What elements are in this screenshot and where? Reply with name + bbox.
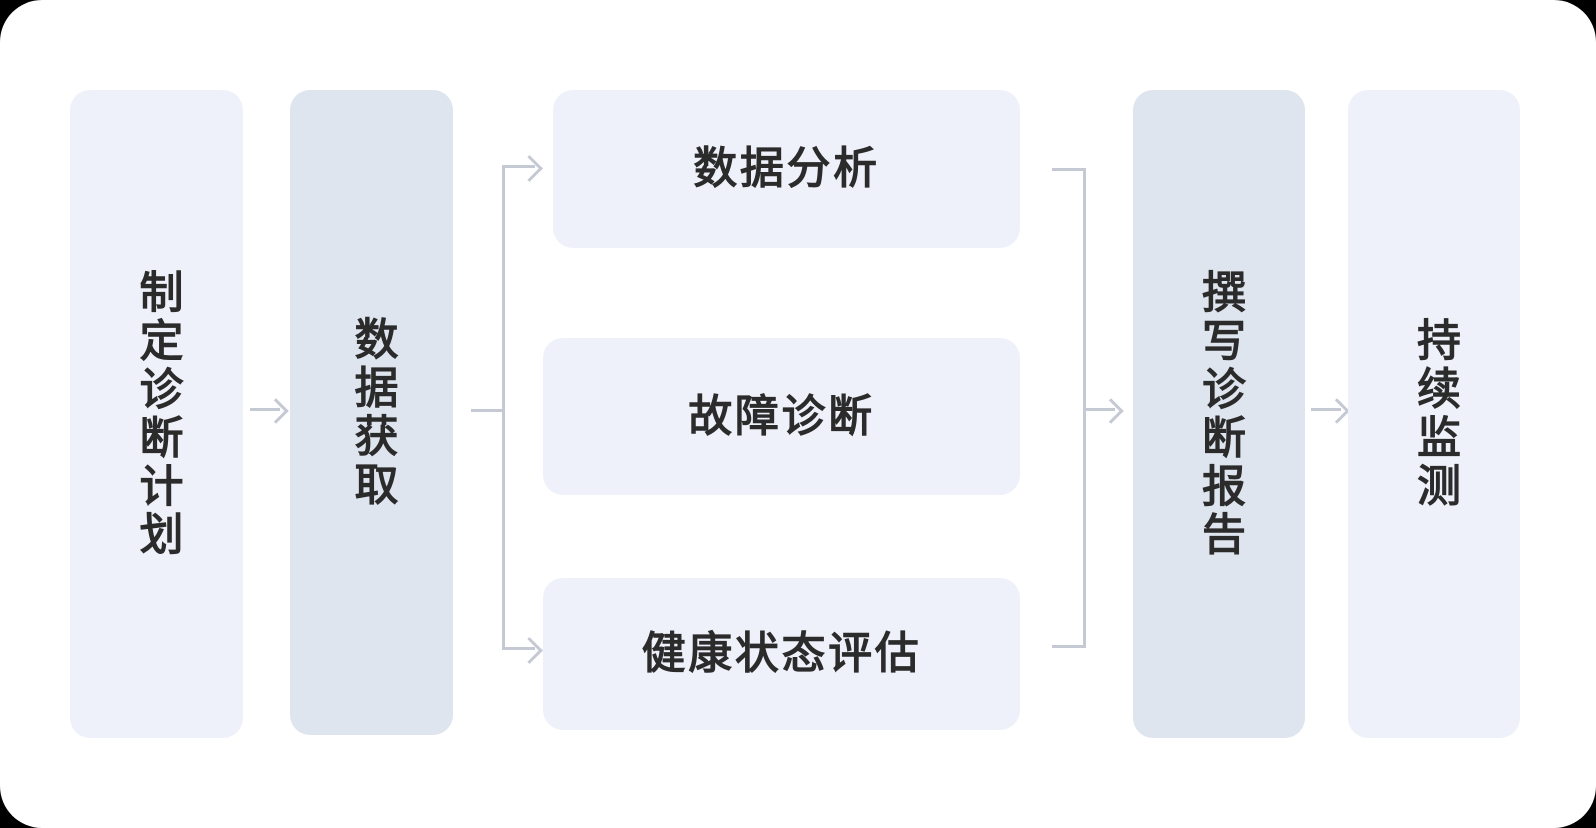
fanout-entry-stub	[471, 409, 505, 412]
node-report[interactable]: 撰写诊断报告	[1133, 90, 1305, 738]
fanout-branch-bottom	[502, 647, 535, 650]
node-monitor[interactable]: 持续监测	[1348, 90, 1520, 738]
fanout-branch-top	[502, 165, 535, 168]
fanin-branch-top	[1052, 168, 1086, 171]
fanout-arrow-bottom-icon	[516, 637, 543, 664]
node-fault[interactable]: 故障诊断	[543, 338, 1020, 495]
arrow-report-to-monitor	[1311, 397, 1350, 424]
arrow-shaft	[1311, 408, 1341, 411]
fanin-branch-bottom	[1052, 645, 1086, 648]
arrow-head-icon	[1324, 398, 1350, 424]
arrow-plan-to-acquire	[250, 397, 289, 424]
node-health-label: 健康状态评估	[641, 629, 922, 679]
node-monitor-label: 持续监测	[1410, 317, 1459, 511]
node-analysis[interactable]: 数据分析	[553, 90, 1020, 248]
fanout-spine	[502, 165, 505, 650]
node-plan[interactable]: 制定诊断计划	[70, 90, 243, 738]
node-health[interactable]: 健康状态评估	[543, 578, 1020, 730]
fanout-arrow-top-icon	[516, 155, 543, 182]
arrow-head-icon	[263, 398, 289, 424]
arrow-shaft	[250, 408, 280, 411]
arrow-head-icon	[1098, 398, 1124, 424]
node-plan-label: 制定诊断计划	[132, 268, 182, 560]
node-report-label: 撰写诊断报告	[1195, 268, 1244, 560]
node-analysis-label: 数据分析	[693, 144, 880, 194]
node-fault-label: 故障诊断	[688, 391, 875, 441]
arrow-fanin-to-report	[1083, 397, 1124, 424]
node-acquire[interactable]: 数据获取	[290, 90, 453, 735]
node-acquire-label: 数据获取	[347, 315, 397, 510]
arrow-shaft	[1083, 408, 1115, 411]
